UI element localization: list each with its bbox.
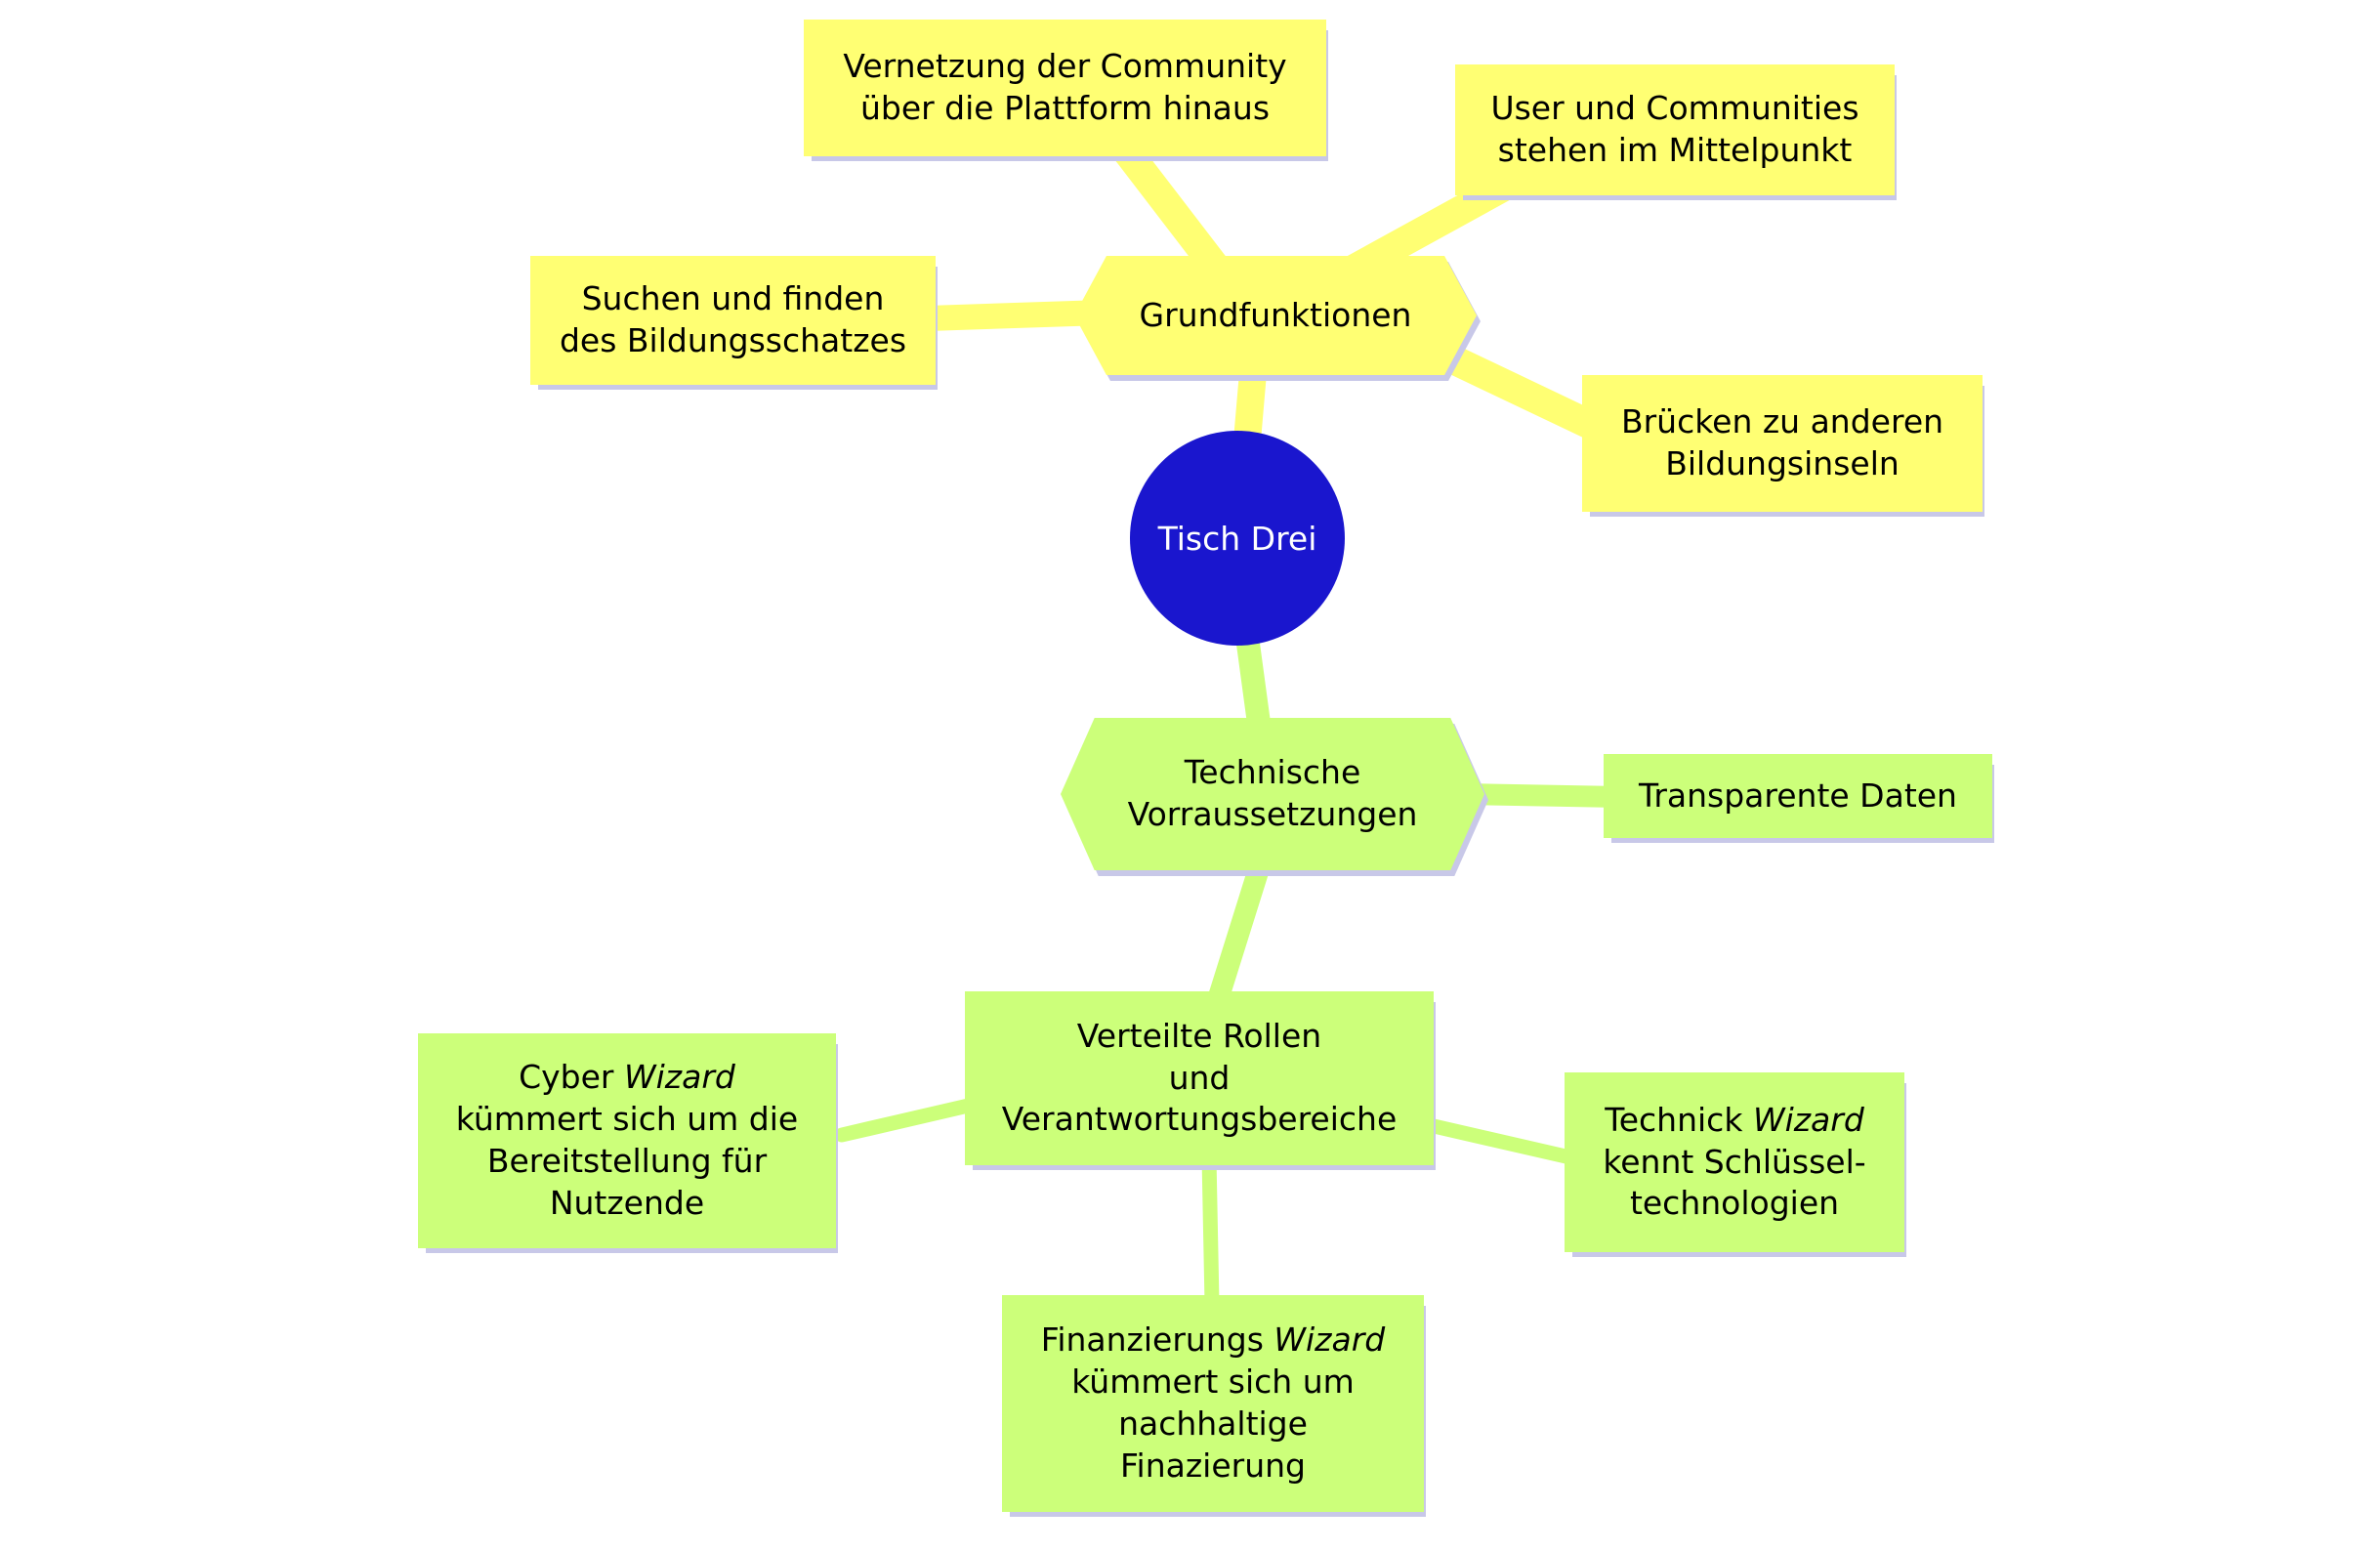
node-verteilte-rollen[interactable]: Verteilte Rollen und Verantwortungsberei… [965,991,1434,1165]
node-suchen-und-finden[interactable]: Suchen und finden des Bildungsschatzes [530,256,936,385]
edge-verteilte-technick-wizard [1413,1115,1582,1166]
node-transparente-daten[interactable]: Transparente Daten [1604,754,1992,838]
node-cyber-wizard[interactable]: Cyber Wizard kümmert sich um die Bereits… [418,1033,836,1248]
node-label: Verteilte Rollen und Verantwortungsberei… [1001,1016,1398,1139]
node-grundfunktionen[interactable]: Grundfunktionen [1074,256,1477,375]
label-text: Finanzierungs [1040,1320,1274,1360]
label-text: kümmert sich um die Bereitstellung für N… [455,1100,799,1222]
node-label: Brücken zu anderen Bildungsinseln [1620,402,1944,482]
hexagon-shape: Grundfunktionen [1074,256,1477,375]
node-label: Cyber Wizard kümmert sich um die Bereits… [456,1057,798,1225]
node-label: Tisch Drei [1157,519,1317,558]
edge-grundfunktionen-suchen-finden [915,300,1116,331]
edge-verteilte-cyber-wizard [834,1096,984,1143]
label-text: kennt Schlüssel- technologien [1603,1142,1866,1223]
node-label: Suchen und finden des Bildungsschatzes [559,279,907,359]
label-italic: Wizard [1752,1100,1864,1139]
node-technische-vorraussetzungen[interactable]: Technische Vorraussetzungen [1061,718,1484,870]
label-italic: Wizard [1274,1320,1386,1360]
node-bruecken-zu-anderen[interactable]: Brücken zu anderen Bildungsinseln [1582,375,1983,512]
node-label: User und Communities stehen im Mittelpun… [1490,89,1859,169]
hexagon-shape: Technische Vorraussetzungen [1061,718,1484,870]
label-text: Technick [1605,1100,1753,1139]
node-label: Transparente Daten [1639,776,1957,815]
node-label: Grundfunktionen [1139,295,1412,334]
node-finanzierungs-wizard[interactable]: Finanzierungs Wizard kümmert sich um nac… [1002,1295,1424,1512]
node-tisch-drei-center[interactable]: Tisch Drei [1130,431,1345,646]
edge-technische-transparente-daten [1454,783,1632,808]
node-label: Technick Wizard kennt Schlüssel- technol… [1603,1100,1865,1226]
edge-verteilte-finanzierungs-wizard [1201,1150,1220,1312]
label-text: kümmert sich um nachhaltige Finazierung [1071,1362,1355,1485]
label-italic: Wizard [624,1058,735,1097]
node-technick-wizard[interactable]: Technick Wizard kennt Schlüssel- technol… [1565,1072,1904,1252]
node-user-und-communities[interactable]: User und Communities stehen im Mittelpun… [1455,64,1895,195]
edge-technische-verteilte-rollen [1205,849,1273,1017]
node-vernetzung-der-community[interactable]: Vernetzung der Community über die Plattf… [804,20,1326,156]
node-label: Technische Vorraussetzungen [1127,753,1418,833]
node-label: Finanzierungs Wizard kümmert sich um nac… [1041,1320,1385,1488]
node-label: Vernetzung der Community über die Plattf… [843,47,1287,127]
label-text: Cyber [519,1058,624,1097]
